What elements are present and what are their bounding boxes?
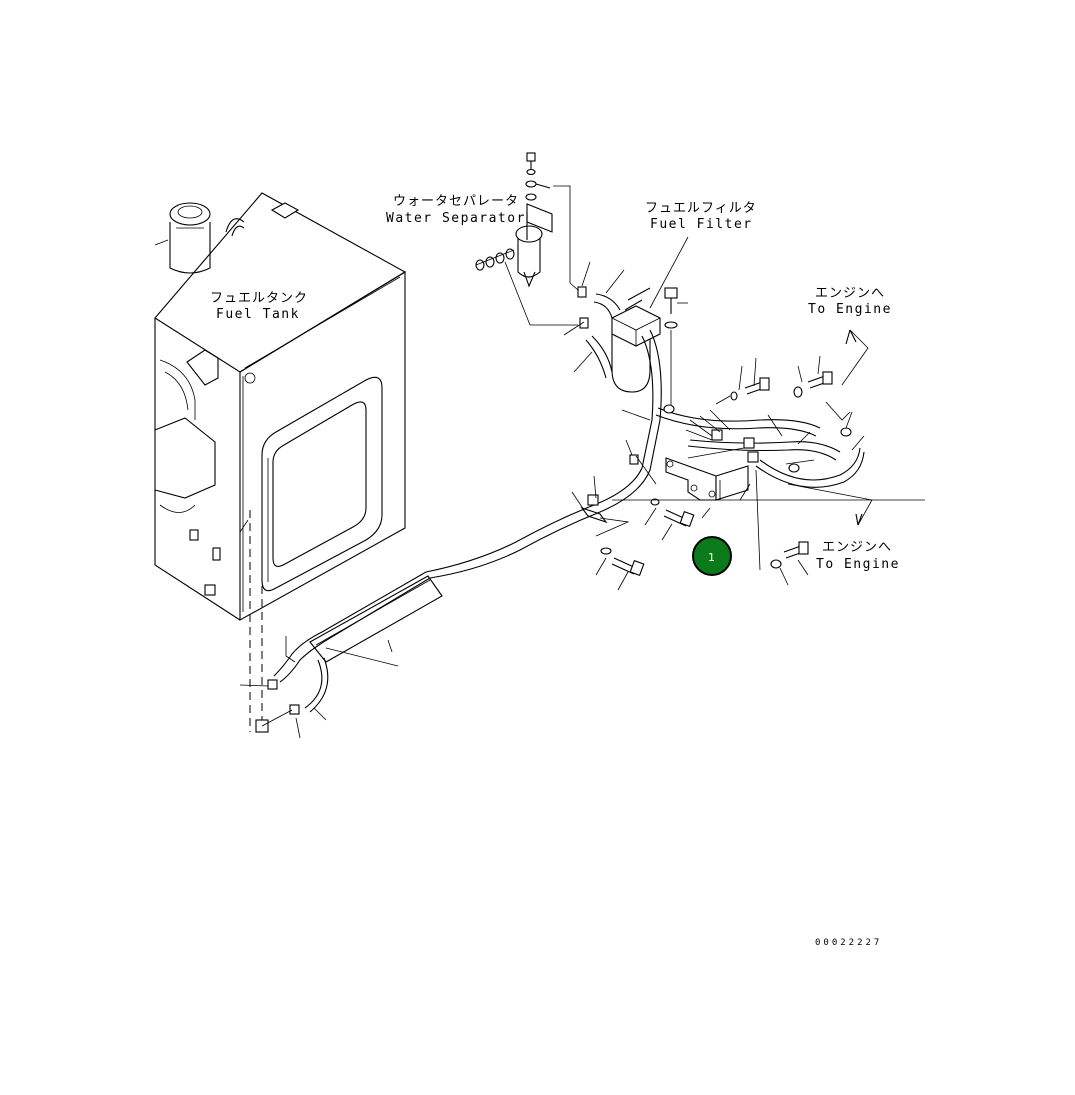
leader-lines bbox=[239, 236, 925, 739]
labels: ウォータセパレータ Water Separator フュエルフィルタ Fuel … bbox=[210, 194, 900, 948]
fuel-tank-label-en: Fuel Tank bbox=[216, 307, 300, 322]
water-separator-label-jp: ウォータセパレータ bbox=[393, 194, 519, 209]
to-engine-top-label-jp: エンジンへ bbox=[815, 286, 885, 301]
fuel-lines bbox=[255, 329, 865, 733]
callout-1[interactable]: 1 bbox=[692, 536, 732, 576]
to-engine-bottom-label-jp: エンジンへ bbox=[822, 540, 892, 555]
callout-number: 1 bbox=[708, 551, 715, 564]
drawing-number: 00022227 bbox=[815, 938, 882, 948]
fuel-tank-label-jp: フュエルタンク bbox=[210, 291, 308, 306]
callout-badge[interactable] bbox=[692, 536, 732, 576]
water-separator-label-en: Water Separator bbox=[386, 211, 526, 226]
fasteners bbox=[600, 371, 833, 577]
fuel-filter-label-jp: フュエルフィルタ bbox=[645, 201, 757, 216]
fuel-filter bbox=[577, 286, 688, 410]
to-engine-bottom-label-en: To Engine bbox=[816, 557, 900, 572]
fuel-filter-label-en: Fuel Filter bbox=[650, 217, 753, 232]
water-separator bbox=[475, 152, 579, 326]
fuel-tank bbox=[154, 192, 407, 732]
to-engine-top-label-en: To Engine bbox=[808, 302, 892, 317]
